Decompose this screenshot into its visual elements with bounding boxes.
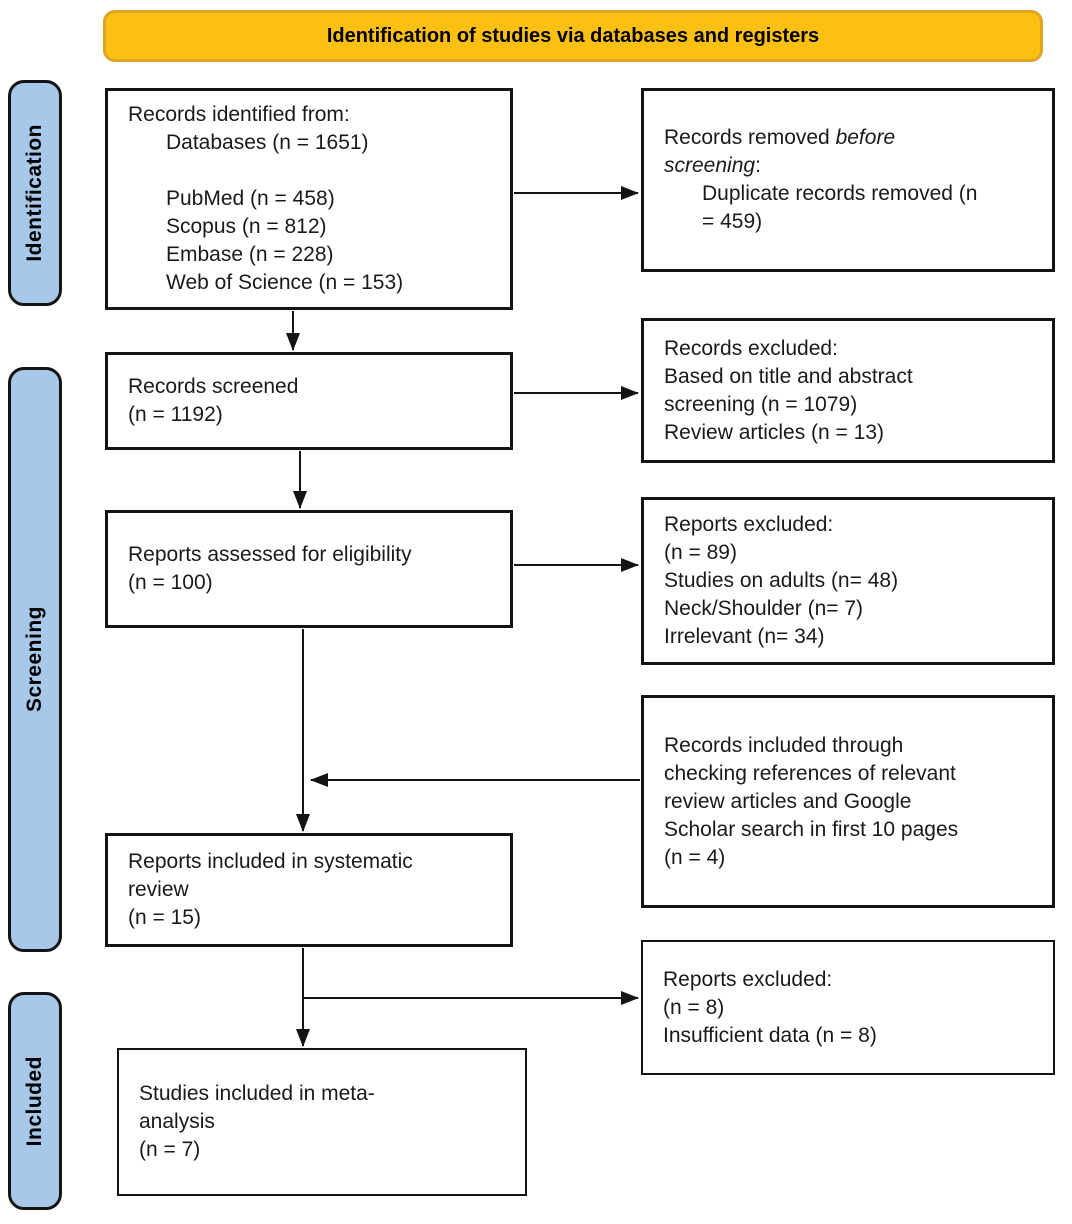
box-text-line: (n = 4) (664, 845, 726, 869)
box-text-line: Records screened (128, 375, 299, 398)
box-reports-assessed: Reports assessed for eligibility (n = 10… (105, 510, 513, 628)
box-reports-excluded-eligibility: Reports excluded: (n = 89) Studies on ad… (641, 497, 1055, 665)
box-text-line: = 459) (702, 210, 763, 233)
box-text-line: Reports included in systematic (128, 850, 413, 873)
box-text-line: Records removed before (664, 126, 896, 149)
box-records-included-references: Records included through checking refere… (641, 695, 1055, 908)
box-text-line: Irrelevant (n= 34) (664, 625, 825, 648)
box-text-line: Scholar search in first 10 pages (664, 817, 959, 841)
box-reports-included-systematic: Reports included in systematic review (n… (105, 833, 513, 947)
box-records-removed: Records removed before screening: Duplic… (641, 88, 1055, 272)
box-text-line: Web of Science (n = 153) (166, 271, 404, 294)
box-text-line: (n = 7) (139, 1138, 201, 1161)
box-text-line: Reports assessed for eligibility (128, 543, 412, 566)
box-text-line: (n = 100) (128, 571, 213, 594)
box-records-screened: Records screened (n = 1192) (105, 352, 513, 450)
box-text-line: checking references of relevant (664, 761, 956, 785)
box-text-line: Studies on adults (n= 48) (664, 569, 899, 592)
box-text-line: Records identified from: (128, 103, 350, 126)
box-text-line: Studies included in meta- (139, 1082, 375, 1105)
box-text-line: review (128, 878, 189, 901)
stage-screening-label: Screening (23, 606, 46, 713)
box-text-line: Records included through (664, 733, 904, 757)
box-records-identified: Records identified from: Databases (n = … (105, 88, 513, 310)
box-text-line: Duplicate records removed (n (702, 182, 978, 205)
stage-identification: Identification (8, 80, 62, 306)
stage-screening: Screening (8, 367, 62, 952)
box-text-line: Reports excluded: (664, 513, 834, 536)
title-banner: Identification of studies via databases … (103, 10, 1043, 62)
box-text-line: Reports excluded: (663, 967, 833, 991)
box-text-line: Databases (n = 1651) (166, 131, 369, 154)
stage-identification-label: Identification (23, 124, 46, 262)
box-text-line (128, 157, 490, 185)
box-text-line: Neck/Shoulder (n= 7) (664, 597, 864, 620)
box-text-line: Insufficient data (n = 8) (663, 1023, 877, 1047)
box-reports-excluded-final: Reports excluded: (n = 8) Insufficient d… (641, 940, 1055, 1075)
box-text-line: Records excluded: (664, 336, 838, 360)
box-text-line: PubMed (n = 458) (166, 187, 335, 210)
diagram-title: Identification of studies via databases … (326, 24, 820, 47)
box-studies-included-meta: Studies included in meta- analysis (n = … (117, 1048, 527, 1196)
box-text-line: Based on title and abstract (664, 364, 913, 388)
box-text-line: screening (n = 1079) (664, 392, 858, 416)
box-text-line: (n = 89) (664, 541, 737, 564)
box-text-line: Review articles (n = 13) (664, 420, 884, 444)
stage-included: Included (8, 992, 62, 1210)
box-text-line: review articles and Google (664, 789, 912, 813)
stage-included-label: Included (23, 1055, 46, 1147)
box-text-line: Scopus (n = 812) (166, 215, 327, 238)
box-text-line: (n = 1192) (128, 403, 223, 426)
box-text-line: screening: (664, 154, 761, 177)
box-records-excluded: Records excluded: Based on title and abs… (641, 318, 1055, 463)
box-text-line: (n = 8) (663, 995, 725, 1019)
box-text-line: Embase (n = 228) (166, 243, 334, 266)
box-text-line: analysis (139, 1110, 215, 1133)
box-text-line: (n = 15) (128, 906, 201, 929)
